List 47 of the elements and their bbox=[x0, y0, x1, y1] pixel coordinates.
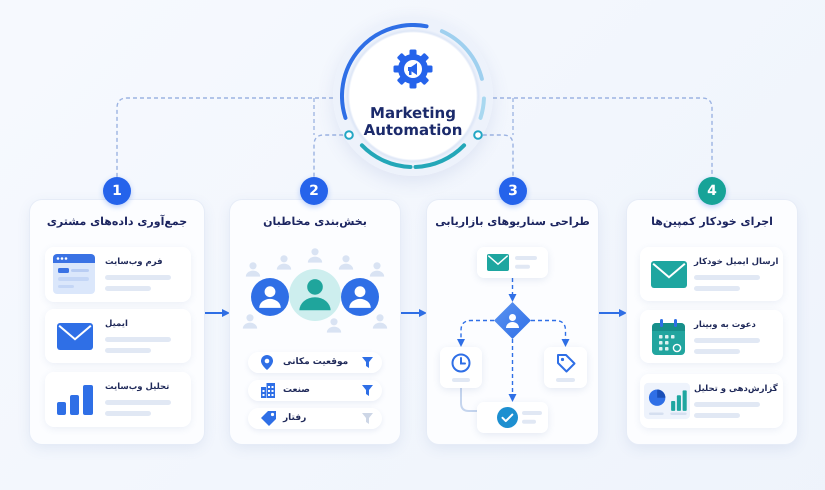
dashed-arrow bbox=[457, 320, 494, 347]
card-heading: طراحی سناریوهای بازاریابی bbox=[435, 214, 590, 230]
step-card bbox=[627, 200, 797, 444]
item-card bbox=[640, 374, 783, 428]
arrow bbox=[400, 309, 427, 317]
item-card bbox=[45, 247, 191, 302]
card-heading: اجرای خودکار کمپین‌ها bbox=[651, 214, 773, 230]
item-label: ایمیل bbox=[105, 318, 128, 331]
dashed-connector bbox=[493, 97, 713, 177]
number-badge: 3 bbox=[499, 177, 527, 205]
item-card bbox=[45, 372, 191, 427]
card-heading: جمع‌آوری داده‌های مشتری bbox=[46, 214, 188, 230]
item-label: دعوت به وبینار bbox=[694, 319, 756, 332]
number-badge: 2 bbox=[300, 177, 328, 205]
filter-pill bbox=[248, 352, 382, 373]
item-label: فرم وب‌سایت bbox=[105, 256, 163, 269]
number-badge: 1 bbox=[103, 177, 131, 205]
filter-pill bbox=[248, 408, 382, 429]
step-card bbox=[30, 200, 204, 444]
pill-label: موقعیت مکانی bbox=[283, 356, 348, 369]
dashed-connector bbox=[116, 97, 333, 177]
step-card bbox=[230, 200, 400, 444]
dashed-connector bbox=[482, 134, 514, 177]
pill-label: رفتار bbox=[283, 412, 306, 425]
dashed-arrow bbox=[531, 320, 570, 347]
flow-box bbox=[477, 247, 548, 278]
item-label: گزارش‌دهی و تحلیل bbox=[694, 383, 778, 396]
number-badge: 4 bbox=[698, 177, 726, 205]
hub-title: Marketing Automation bbox=[362, 105, 464, 139]
item-label: ارسال ایمیل خودکار bbox=[694, 256, 778, 269]
decision-diamond bbox=[494, 302, 531, 339]
flow-box bbox=[440, 347, 482, 388]
arrow bbox=[598, 309, 627, 317]
item-label: تحلیل وب‌سایت bbox=[105, 381, 170, 394]
dashed-arrow bbox=[508, 339, 516, 402]
pill-label: صنعت bbox=[283, 384, 310, 397]
flow-box bbox=[544, 347, 587, 388]
item-card bbox=[640, 247, 783, 301]
step-card bbox=[427, 200, 598, 444]
dashed-connector bbox=[313, 134, 344, 177]
arrow bbox=[204, 309, 230, 317]
item-card bbox=[640, 310, 783, 363]
filter-pill bbox=[248, 380, 382, 401]
flow-box bbox=[477, 402, 548, 433]
item-card bbox=[45, 309, 191, 363]
card-heading: بخش‌بندی مخاطبان bbox=[263, 214, 367, 230]
dashed-arrow bbox=[508, 278, 516, 302]
